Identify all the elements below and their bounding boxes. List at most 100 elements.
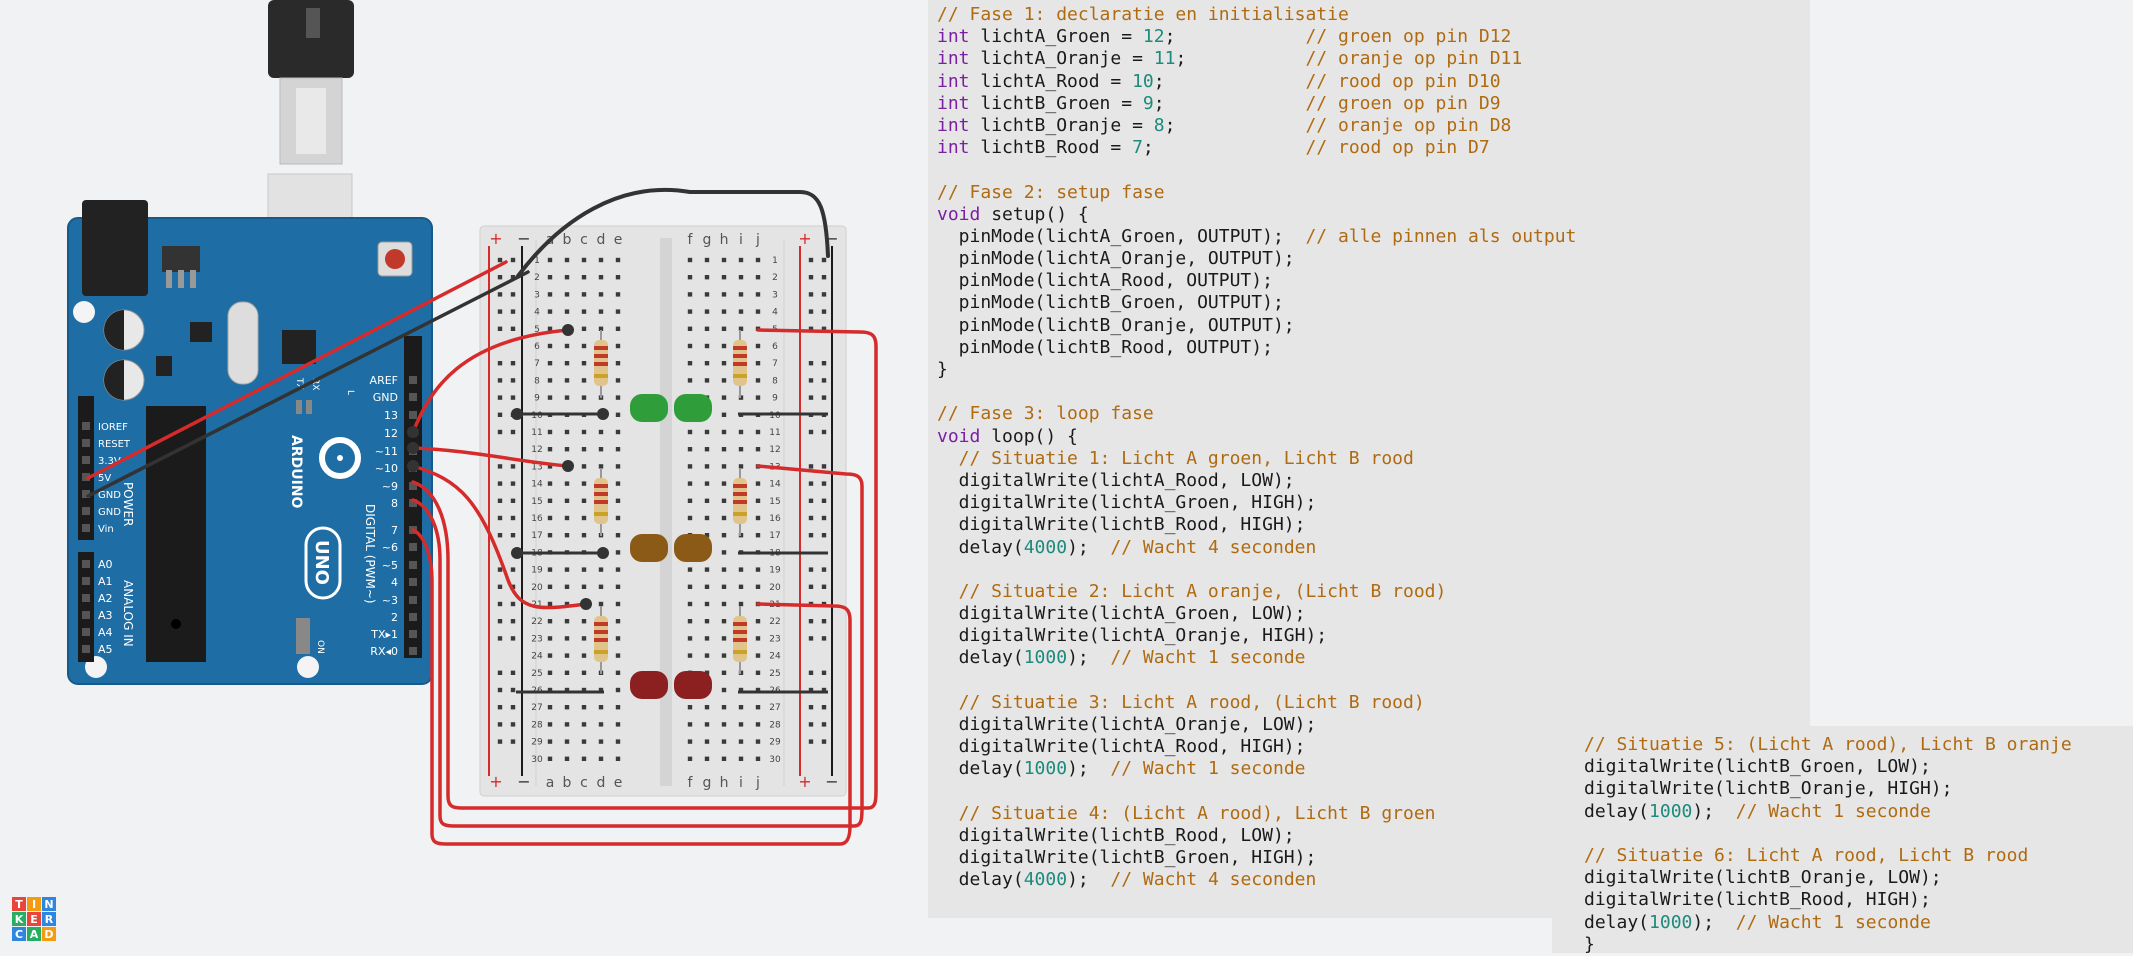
digital-pin-label: AREF bbox=[370, 374, 398, 387]
bb-col-label: f bbox=[688, 775, 694, 791]
led-group-red[interactable] bbox=[630, 671, 712, 699]
code-token: pinMode(lichtB_Oranje, OUTPUT); bbox=[937, 314, 1295, 336]
wire-endpoint[interactable] bbox=[580, 598, 592, 610]
code-line: int lichtB_Oranje = 8; // oranje op pin … bbox=[937, 115, 1810, 137]
rx-label: RX bbox=[310, 378, 320, 390]
digital-pin[interactable] bbox=[409, 411, 417, 419]
digital-pin[interactable] bbox=[409, 630, 417, 638]
wire-endpoint[interactable] bbox=[562, 460, 574, 472]
code-line: digitalWrite(lichtA_Groen, LOW); bbox=[937, 603, 1810, 625]
analog-pin[interactable] bbox=[82, 594, 90, 602]
analog-pin[interactable] bbox=[82, 560, 90, 568]
resistor[interactable] bbox=[733, 606, 747, 674]
code-line bbox=[937, 559, 1810, 581]
wire-endpoint[interactable] bbox=[562, 324, 574, 336]
code-line: delay(4000); // Wacht 4 seconden bbox=[937, 869, 1810, 891]
digital-pin-label: TX▸1 bbox=[370, 628, 398, 641]
digital-pin-label: ~9 bbox=[382, 480, 398, 493]
digital-pin[interactable] bbox=[409, 647, 417, 655]
bb-row-label: 22 bbox=[769, 617, 780, 627]
digital-pin[interactable] bbox=[409, 561, 417, 569]
logo-letter: I bbox=[32, 898, 36, 911]
resistor[interactable] bbox=[733, 330, 747, 398]
wires bbox=[86, 187, 878, 846]
bb-row-label: 14 bbox=[769, 480, 781, 490]
analog-pin[interactable] bbox=[82, 577, 90, 585]
code-token: delay( bbox=[937, 536, 1024, 558]
bb-row-label: 3 bbox=[534, 290, 540, 300]
bb-col-label: b bbox=[563, 232, 572, 248]
code-line: // Fase 2: setup fase bbox=[937, 182, 1810, 204]
code-line bbox=[937, 381, 1810, 403]
power-pin[interactable] bbox=[82, 422, 90, 430]
power-pin[interactable] bbox=[82, 456, 90, 464]
bb-row-label: 30 bbox=[769, 755, 781, 765]
resistor[interactable] bbox=[733, 468, 747, 536]
bb-row-label: 24 bbox=[769, 652, 781, 662]
digital-pin[interactable] bbox=[409, 543, 417, 551]
code-token: digitalWrite(lichtA_Rood, LOW); bbox=[937, 469, 1295, 491]
resistor[interactable] bbox=[594, 330, 608, 398]
code-line: int lichtA_Rood = 10; // rood op pin D10 bbox=[937, 71, 1810, 93]
code-line: // Situatie 6: Licht A rood, Licht B roo… bbox=[1584, 845, 2133, 867]
code-token: loop() { bbox=[980, 425, 1078, 447]
analog-pin-label: A1 bbox=[98, 575, 113, 588]
digital-pin[interactable] bbox=[409, 596, 417, 604]
code-token: void bbox=[937, 203, 981, 225]
wire-5v-red bbox=[86, 260, 508, 480]
digital-pin[interactable] bbox=[409, 613, 417, 621]
power-pin[interactable] bbox=[82, 524, 90, 532]
code-token: delay( bbox=[937, 647, 1024, 669]
bb-row-label: 8 bbox=[772, 376, 778, 386]
code-line: digitalWrite(lichtA_Oranje, HIGH); bbox=[937, 625, 1810, 647]
code-token: lichtA_Oranje = bbox=[969, 48, 1154, 70]
power-pin[interactable] bbox=[82, 473, 90, 481]
analog-pin[interactable] bbox=[82, 611, 90, 619]
digital-pin[interactable] bbox=[409, 482, 417, 490]
code-token: // Wacht 1 seconde bbox=[1110, 647, 1306, 669]
code-editor-continuation[interactable]: // Situatie 5: (Licht A rood), Licht B o… bbox=[1552, 726, 2133, 955]
digital-pin[interactable] bbox=[409, 499, 417, 507]
arduino-uno-board[interactable]: ARDUINO UNO DIGITAL (PWM~) POWER ANALOG … bbox=[67, 200, 433, 685]
code-token: digitalWrite(lichtB_Rood, HIGH); bbox=[937, 514, 1306, 536]
bb-row-label: 17 bbox=[769, 531, 780, 541]
code-line bbox=[937, 670, 1810, 692]
bb-row-label: 16 bbox=[769, 514, 781, 524]
bb-row-label: 12 bbox=[531, 445, 542, 455]
digital-pin-label: 7 bbox=[391, 524, 398, 537]
digital-pin[interactable] bbox=[409, 393, 417, 401]
power-pin[interactable] bbox=[82, 507, 90, 515]
bb-row-label: 27 bbox=[769, 703, 780, 713]
digital-header bbox=[404, 336, 422, 658]
digital-pin-label: 12 bbox=[384, 427, 398, 440]
digital-pin[interactable] bbox=[409, 376, 417, 384]
analog-pin[interactable] bbox=[82, 628, 90, 636]
power-pin[interactable] bbox=[82, 490, 90, 498]
led-group-green[interactable] bbox=[630, 394, 712, 422]
code-line: digitalWrite(lichtB_Rood, HIGH); bbox=[1584, 889, 2133, 911]
digital-pin-label: ~5 bbox=[382, 559, 398, 572]
arduino-model-label: UNO bbox=[311, 540, 332, 585]
power-pin[interactable] bbox=[82, 439, 90, 447]
resistor[interactable] bbox=[594, 468, 608, 536]
wire-endpoint[interactable] bbox=[407, 442, 419, 454]
bb-row-label: 28 bbox=[769, 720, 781, 730]
code-token: // alle pinnen als output bbox=[1305, 225, 1577, 247]
code-token: ); bbox=[1692, 911, 1736, 933]
digital-pin[interactable] bbox=[409, 578, 417, 586]
bb-col-label: i bbox=[739, 775, 743, 791]
resistor[interactable] bbox=[594, 606, 608, 674]
analog-pin[interactable] bbox=[82, 645, 90, 653]
bb-row-label: 16 bbox=[531, 514, 543, 524]
code-line: int lichtB_Rood = 7; // rood op pin D7 bbox=[937, 137, 1810, 159]
code-line: void loop() { bbox=[937, 426, 1810, 448]
bb-row-label: 6 bbox=[772, 342, 778, 352]
led-group-orange[interactable] bbox=[630, 534, 712, 562]
code-line: digitalWrite(lichtB_Rood, HIGH); bbox=[937, 514, 1810, 536]
code-token: 4000 bbox=[1023, 536, 1068, 558]
bb-col-label: c bbox=[580, 232, 588, 248]
wire-endpoint[interactable] bbox=[407, 460, 419, 472]
wire-endpoint[interactable] bbox=[407, 426, 419, 438]
code-token: // rood op pin D10 bbox=[1305, 70, 1501, 92]
